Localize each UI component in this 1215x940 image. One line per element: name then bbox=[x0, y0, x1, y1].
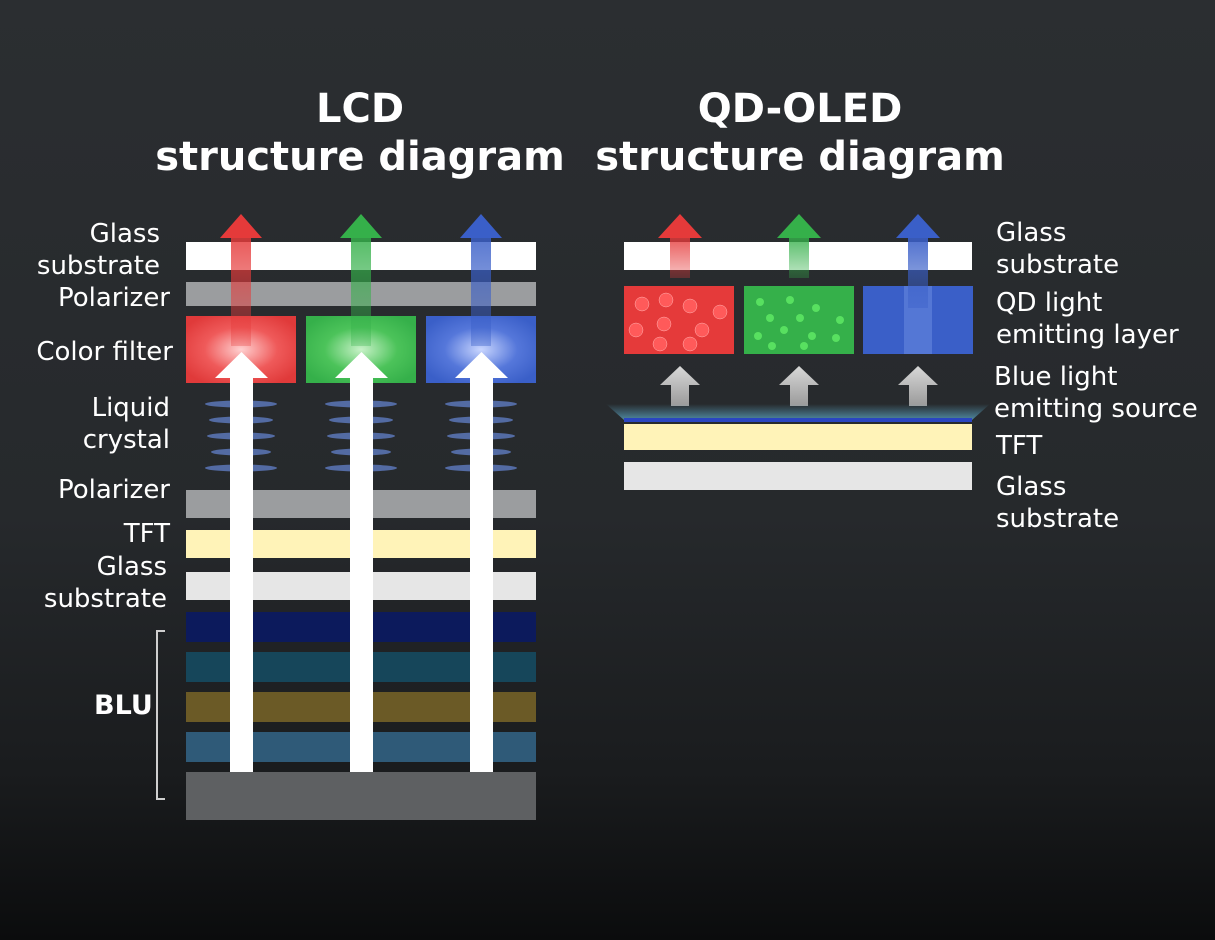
qd-red-dot bbox=[694, 322, 710, 338]
qd-label-glass-top-line2: substrate bbox=[996, 250, 1120, 280]
qd-label-glass-top: Glass substrate bbox=[996, 217, 1119, 281]
lcd-label-glass-bottom: Glass substrate bbox=[44, 551, 167, 615]
qd-label-tft: TFT bbox=[996, 431, 1043, 461]
qd-tft bbox=[624, 424, 972, 450]
qdoled-title: QD-OLED structure diagram bbox=[590, 85, 1010, 181]
qd-grey-arrow-1 bbox=[660, 366, 700, 406]
qd-green-dots bbox=[754, 296, 844, 350]
lcd-white-arrow-3 bbox=[455, 352, 508, 772]
lcd-title-line1: LCD bbox=[315, 86, 405, 132]
qd-green-dot bbox=[786, 296, 794, 304]
qd-red-dot bbox=[682, 336, 698, 352]
qd-label-glass-bottom-line2: substrate bbox=[996, 504, 1120, 534]
lcd-label-glass-top-line1: Glass bbox=[89, 219, 160, 249]
qd-layer-red bbox=[624, 286, 734, 354]
blue-light-source bbox=[624, 418, 972, 422]
lcd-label-liquid-crystal-line2: crystal bbox=[82, 425, 170, 455]
lcd-white-arrow-2 bbox=[335, 352, 388, 772]
lcd-label-glass-bottom-line1: Glass bbox=[96, 552, 167, 582]
qd-red-dot bbox=[682, 298, 698, 314]
qd-label-blue-source-line1: Blue light bbox=[994, 362, 1118, 392]
lcd-label-blu: BLU bbox=[94, 690, 153, 721]
lcd-colored-arrow-red bbox=[220, 214, 262, 346]
qd-red-dots bbox=[628, 292, 728, 352]
lcd-white-arrow-1 bbox=[215, 352, 268, 772]
qd-green-dot bbox=[808, 332, 816, 340]
qd-arrow-green bbox=[777, 214, 821, 278]
lcd-label-glass-top-line2: substrate bbox=[36, 251, 160, 281]
blu-base-layer bbox=[186, 772, 536, 820]
lcd-label-polarizer-top: Polarizer bbox=[57, 283, 170, 313]
lcd-label-liquid-crystal-line1: Liquid bbox=[91, 393, 170, 423]
qd-green-dot bbox=[832, 334, 840, 342]
lcd-label-polarizer-bottom: Polarizer bbox=[57, 475, 170, 505]
qd-red-dot bbox=[712, 304, 728, 320]
qd-green-dot bbox=[766, 314, 774, 322]
qd-arrow-red bbox=[658, 214, 702, 278]
qd-label-blue-source-line2: emitting source bbox=[994, 394, 1198, 424]
qd-grey-arrow-3 bbox=[898, 366, 938, 406]
qd-green-dot bbox=[836, 316, 844, 324]
qd-red-dot bbox=[634, 296, 650, 312]
lcd-label-glass-bottom-line2: substrate bbox=[43, 584, 167, 614]
qd-label-glass-bottom-line1: Glass bbox=[996, 472, 1067, 502]
qd-label-glass-top-line1: Glass bbox=[996, 218, 1067, 248]
blue-source-glow bbox=[606, 404, 990, 420]
qd-label-qd-layer-line2: emitting layer bbox=[996, 320, 1179, 350]
qd-green-dot bbox=[796, 314, 804, 322]
qd-label-qd-layer-line1: QD light bbox=[996, 288, 1103, 318]
qd-arrow-blue bbox=[896, 214, 940, 308]
qd-grey-arrow-2 bbox=[779, 366, 819, 406]
qd-red-dot bbox=[656, 316, 672, 332]
lcd-stack bbox=[186, 214, 536, 820]
qd-label-blue-source: Blue light emitting source bbox=[994, 361, 1198, 425]
qd-glass-bottom bbox=[624, 462, 972, 490]
qdoled-title-line1: QD-OLED bbox=[697, 86, 903, 132]
lcd-colored-arrow-blue bbox=[460, 214, 502, 346]
lcd-label-glass-top: Glass substrate bbox=[37, 218, 160, 282]
lcd-colored-arrow-green bbox=[340, 214, 382, 346]
qd-label-qd-layer: QD light emitting layer bbox=[996, 287, 1179, 351]
qd-green-dot bbox=[756, 298, 764, 306]
qdoled-stack bbox=[606, 214, 990, 490]
lcd-title-line2: structure diagram bbox=[155, 134, 565, 180]
lcd-title: LCD structure diagram bbox=[150, 85, 570, 181]
qd-red-dot bbox=[652, 336, 668, 352]
qdoled-title-line2: structure diagram bbox=[595, 134, 1005, 180]
qd-label-glass-bottom: Glass substrate bbox=[996, 471, 1119, 535]
lcd-label-tft: TFT bbox=[123, 519, 170, 549]
blu-bracket bbox=[156, 630, 165, 800]
qd-red-dot bbox=[628, 322, 644, 338]
qd-green-dot bbox=[812, 304, 820, 312]
qd-green-dot bbox=[754, 332, 762, 340]
lcd-label-liquid-crystal: Liquid crystal bbox=[83, 392, 170, 456]
qd-green-dot bbox=[780, 326, 788, 334]
lcd-label-color-filter: Color filter bbox=[36, 337, 173, 367]
qd-green-dot bbox=[768, 342, 776, 350]
qd-green-dot bbox=[800, 342, 808, 350]
qd-red-dot bbox=[658, 292, 674, 308]
